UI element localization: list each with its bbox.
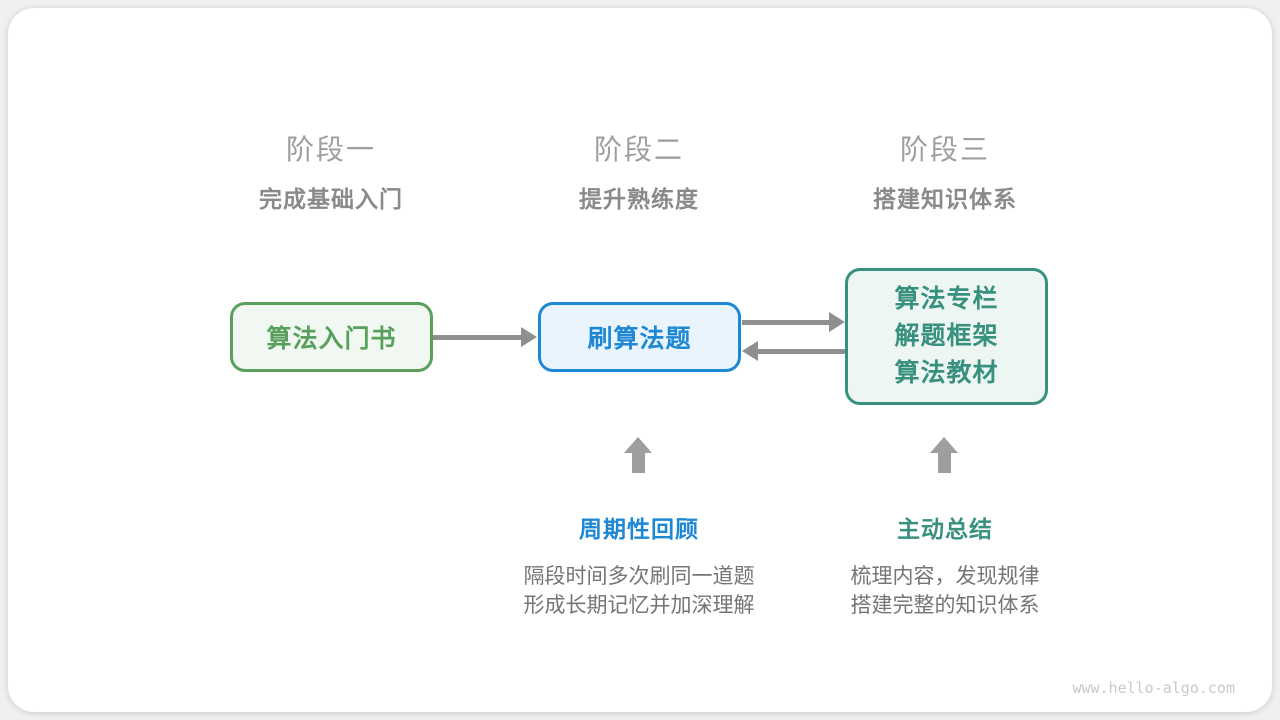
arrow-left-icon xyxy=(742,341,758,361)
arrow-up-shaft xyxy=(632,452,645,473)
callout-active-summary-line-1: 梳理内容，发现规律 xyxy=(850,565,1040,588)
callout-periodic-review-line-2: 形成长期记忆并加深理解 xyxy=(523,594,755,617)
node-practice: 刷算法题 xyxy=(538,302,741,372)
arrow-resources-to-practice-line xyxy=(758,349,845,354)
node-practice-label: 刷算法题 xyxy=(587,325,692,353)
node-intro-book: 算法入门书 xyxy=(230,302,433,372)
callout-active-summary-line-2: 搭建完整的知识体系 xyxy=(850,594,1040,617)
callout-periodic-review-title: 周期性回顾 xyxy=(579,516,699,542)
callout-periodic-review-line-1: 隔段时间多次刷同一道题 xyxy=(523,565,755,588)
callout-active-summary-title: 主动总结 xyxy=(897,516,993,542)
node-resources-line-3: 算法教材 xyxy=(894,359,999,387)
stage-3-title: 阶段三 xyxy=(899,134,991,165)
node-resources-line-1: 算法专栏 xyxy=(894,285,999,313)
stage-1-subtitle: 完成基础入门 xyxy=(259,186,403,212)
arrow-intro-to-practice-line xyxy=(433,335,523,340)
arrow-practice-to-resources-line xyxy=(742,320,831,325)
node-resources-line-2: 解题框架 xyxy=(894,322,999,350)
arrow-up-icon xyxy=(624,437,652,453)
arrow-right-icon xyxy=(829,312,845,332)
stage-3-subtitle: 搭建知识体系 xyxy=(873,186,1017,212)
stage-2-title: 阶段二 xyxy=(593,134,685,165)
arrow-up-icon xyxy=(930,437,958,453)
node-resources: 算法专栏 解题框架 算法教材 xyxy=(845,268,1048,405)
stage-2-subtitle: 提升熟练度 xyxy=(579,186,699,212)
stage-1-title: 阶段一 xyxy=(285,134,377,165)
node-intro-book-label: 算法入门书 xyxy=(266,325,397,353)
watermark-url: www.hello-algo.com xyxy=(1072,679,1235,697)
arrow-up-shaft xyxy=(938,452,951,473)
arrow-right-icon xyxy=(521,327,537,347)
